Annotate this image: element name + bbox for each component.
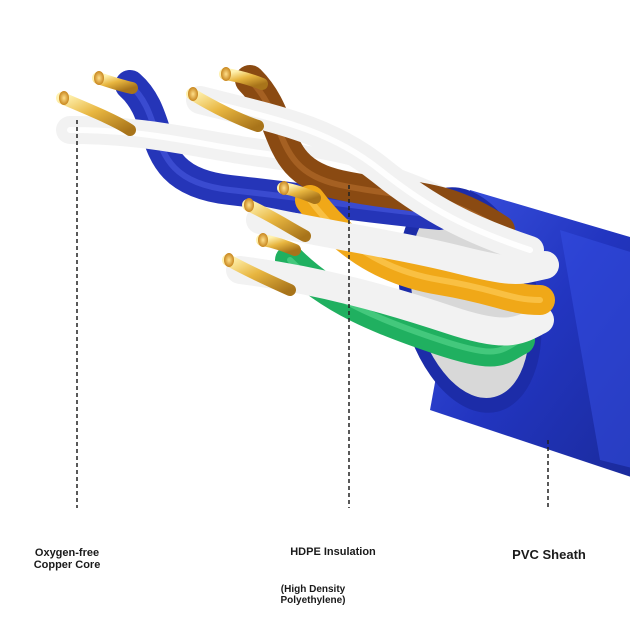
- hdpe-sublabel-line1: (High Density: [280, 584, 346, 595]
- pvc-sheath-label: PVC Sheath: [512, 547, 586, 562]
- hdpe-insulation-label: HDPE Insulation: [290, 546, 376, 558]
- copper-conductors: [56, 67, 321, 296]
- hdpe-insulation-sublabel: (High Density Polyethylene): [250, 584, 376, 606]
- copper-core-label-line1: Oxygen-free: [34, 547, 100, 559]
- orange-wire-pair: [246, 185, 559, 315]
- brown-wire-pair: [186, 65, 544, 264]
- copper-core-label: Oxygen-free Copper Core: [12, 547, 122, 571]
- hdpe-sublabel-line2: Polyethylene): [280, 594, 346, 606]
- copper-core-label-line2: Copper Core: [33, 558, 101, 571]
- green-wire-pair: [226, 245, 554, 367]
